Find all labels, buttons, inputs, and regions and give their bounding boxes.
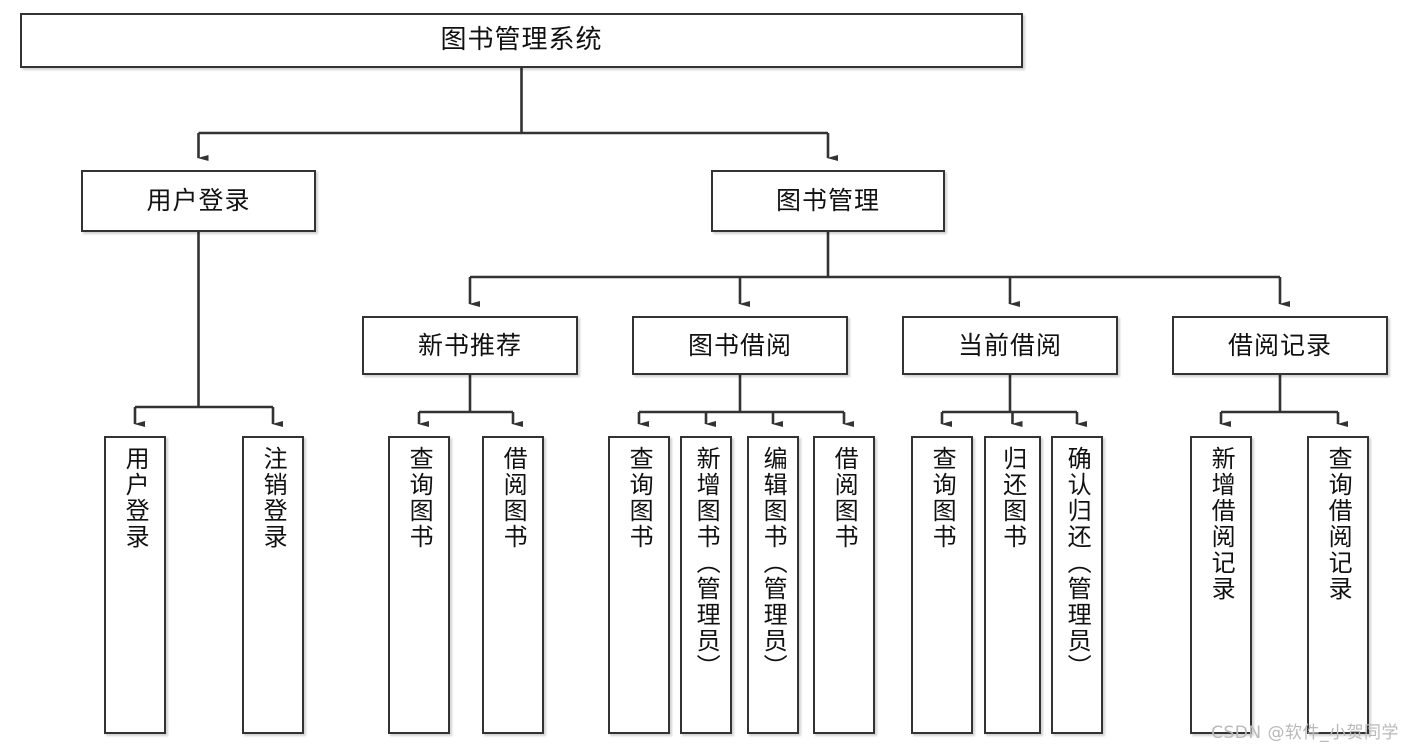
node-leaf-add-book[interactable]: 新增图书（管理员） bbox=[680, 436, 732, 734]
node-book-manage[interactable]: 图书管理 bbox=[711, 170, 945, 232]
node-root[interactable]: 图书管理系统 bbox=[20, 13, 1023, 68]
node-label: 图书借阅 bbox=[687, 330, 792, 360]
node-label: 用户登录 bbox=[146, 186, 251, 216]
node-borrow-record[interactable]: 借阅记录 bbox=[1172, 316, 1388, 375]
node-label: 新增借阅记录 bbox=[1207, 446, 1236, 602]
node-leaf-query-book-1[interactable]: 查询图书 bbox=[388, 436, 450, 734]
node-label: 归还图书 bbox=[998, 446, 1027, 550]
node-label: 注销登录 bbox=[259, 446, 288, 550]
node-leaf-logout[interactable]: 注销登录 bbox=[242, 436, 304, 734]
node-label: 用户登录 bbox=[121, 446, 150, 550]
node-book-borrow[interactable]: 图书借阅 bbox=[632, 316, 848, 375]
node-label: 借阅图书 bbox=[830, 446, 859, 550]
node-leaf-query-book-2[interactable]: 查询图书 bbox=[608, 436, 670, 734]
node-leaf-edit-book[interactable]: 编辑图书（管理员） bbox=[747, 436, 799, 734]
node-leaf-confirm-return[interactable]: 确认归还（管理员） bbox=[1051, 436, 1103, 734]
node-leaf-user-login[interactable]: 用户登录 bbox=[104, 436, 166, 734]
node-label: 查询借阅记录 bbox=[1324, 446, 1353, 602]
node-label: 新增图书（管理员） bbox=[692, 446, 721, 680]
node-current-borrow[interactable]: 当前借阅 bbox=[902, 316, 1118, 375]
node-leaf-query-record[interactable]: 查询借阅记录 bbox=[1307, 436, 1369, 734]
node-label: 查询图书 bbox=[405, 446, 434, 550]
node-label: 查询图书 bbox=[928, 446, 957, 550]
node-label: 确认归还（管理员） bbox=[1063, 446, 1092, 680]
node-leaf-borrow-book-2[interactable]: 借阅图书 bbox=[813, 436, 875, 734]
node-leaf-borrow-book-1[interactable]: 借阅图书 bbox=[482, 436, 544, 734]
node-label: 编辑图书（管理员） bbox=[759, 446, 788, 680]
node-label: 查询图书 bbox=[625, 446, 654, 550]
node-new-book-rec[interactable]: 新书推荐 bbox=[362, 316, 578, 375]
node-label: 新书推荐 bbox=[417, 330, 522, 360]
node-leaf-query-book-3[interactable]: 查询图书 bbox=[911, 436, 973, 734]
node-user-login[interactable]: 用户登录 bbox=[81, 170, 316, 232]
node-label: 当前借阅 bbox=[957, 330, 1062, 360]
watermark-label: CSDN @软件_小贺同学 bbox=[1211, 723, 1399, 743]
node-leaf-add-record[interactable]: 新增借阅记录 bbox=[1190, 436, 1252, 734]
node-label: 借阅记录 bbox=[1227, 330, 1332, 360]
node-leaf-return-book[interactable]: 归还图书 bbox=[984, 436, 1041, 734]
node-label: 图书管理系统 bbox=[440, 25, 603, 56]
node-label: 图书管理 bbox=[775, 186, 880, 216]
node-label: 借阅图书 bbox=[499, 446, 528, 550]
